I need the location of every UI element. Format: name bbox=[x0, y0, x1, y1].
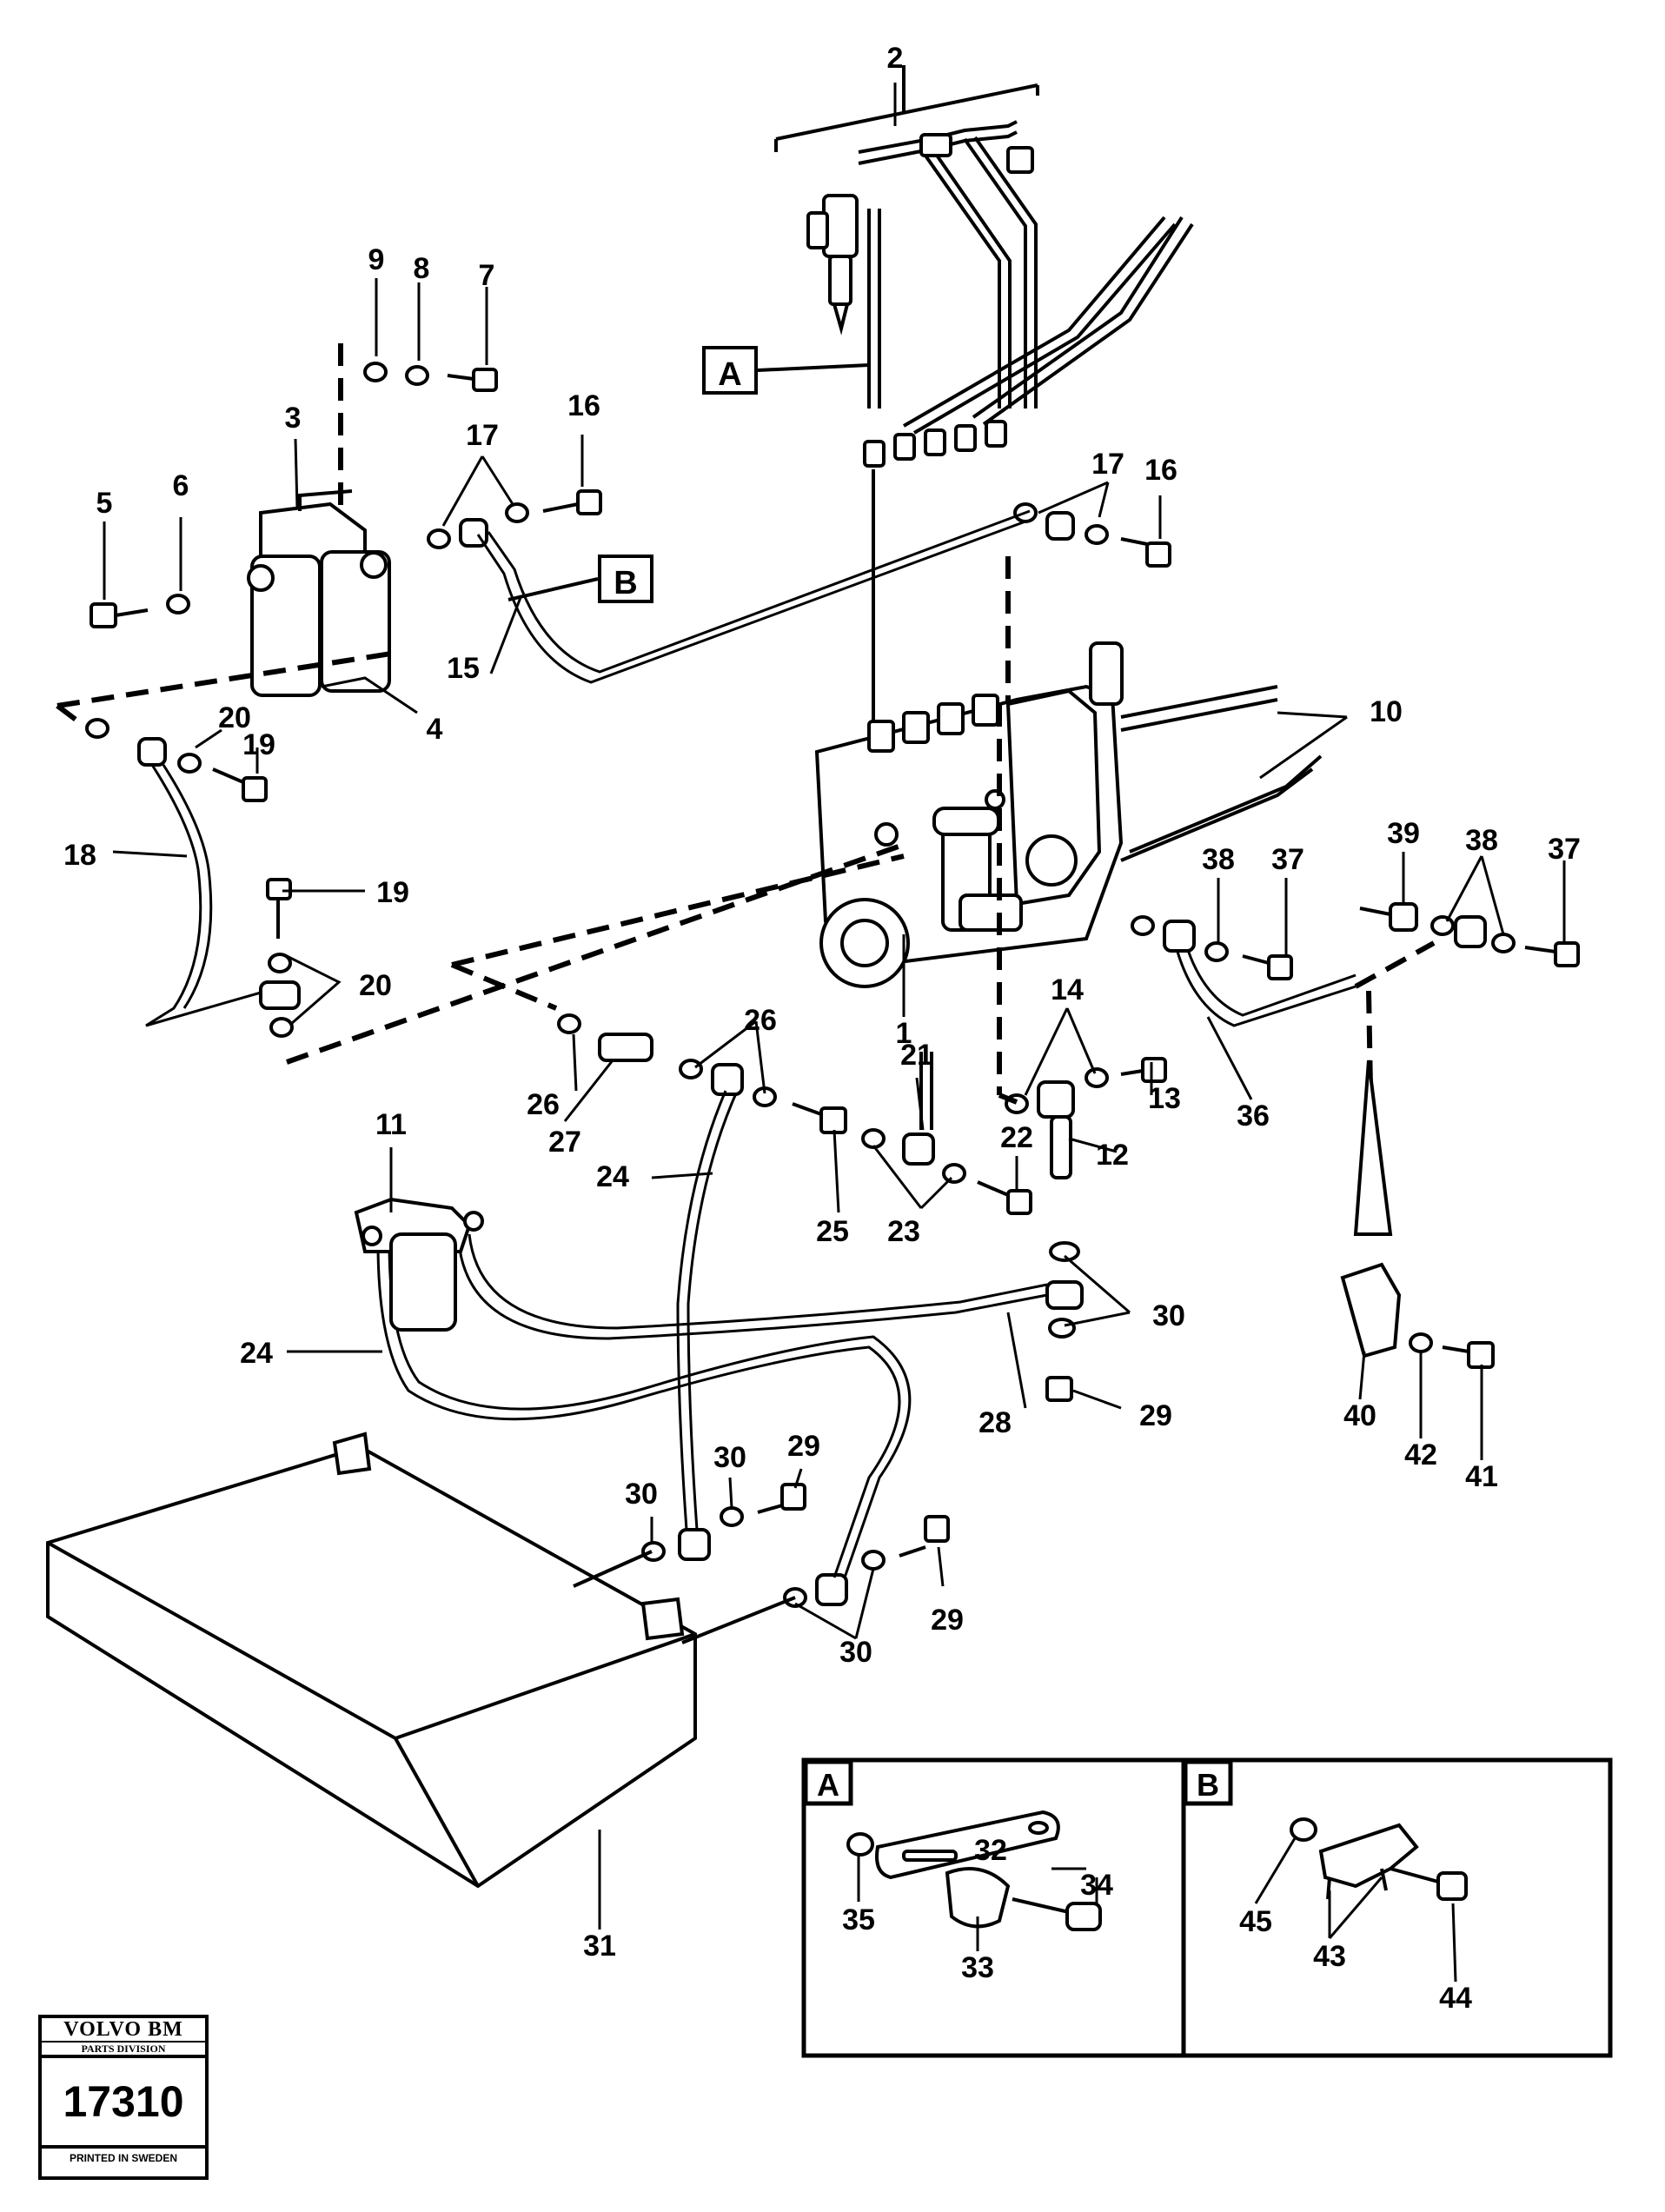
label-14: 14 bbox=[1051, 973, 1084, 1006]
callout-box-b: B bbox=[507, 555, 653, 603]
label-33: 33 bbox=[961, 1951, 994, 1984]
label-45: 45 bbox=[1239, 1905, 1272, 1938]
label-42: 42 bbox=[1404, 1438, 1437, 1471]
injector-pipes-assembly bbox=[774, 65, 1194, 721]
label-32: 32 bbox=[974, 1834, 1007, 1867]
prefilter-assembly bbox=[354, 1197, 484, 1332]
label-37: 37 bbox=[1271, 843, 1304, 876]
label-12: 12 bbox=[1096, 1139, 1129, 1172]
label-44: 44 bbox=[1439, 1982, 1472, 2015]
label-29b: 29 bbox=[787, 1430, 820, 1463]
label-30c: 30 bbox=[713, 1441, 746, 1474]
label-24: 24 bbox=[596, 1160, 629, 1193]
label-16: 16 bbox=[567, 389, 600, 422]
label-26: 26 bbox=[527, 1088, 560, 1121]
label-7: 7 bbox=[479, 259, 495, 292]
label-29: 29 bbox=[1139, 1399, 1172, 1432]
label-20: 20 bbox=[218, 701, 251, 734]
label-11: 11 bbox=[375, 1108, 407, 1141]
detail-a-label: A bbox=[817, 1767, 839, 1803]
stamp-division: PARTS DIVISION bbox=[42, 2041, 205, 2055]
label-26b: 26 bbox=[744, 1004, 777, 1037]
label-38: 38 bbox=[1202, 843, 1235, 876]
fuel-filter-assembly bbox=[247, 489, 391, 697]
label-29c: 29 bbox=[931, 1604, 964, 1637]
label-27: 27 bbox=[548, 1126, 581, 1159]
label-19b: 19 bbox=[376, 876, 409, 909]
label-25: 25 bbox=[816, 1215, 849, 1248]
leader-lines bbox=[103, 83, 1566, 1930]
label-10: 10 bbox=[1370, 695, 1403, 728]
stamp-number: 17310 bbox=[42, 2058, 205, 2149]
parts-division-stamp: VOLVO BM PARTS DIVISION 17310 PRINTED IN… bbox=[38, 2015, 209, 2180]
label-6: 6 bbox=[173, 469, 189, 502]
label-24b: 24 bbox=[240, 1337, 273, 1370]
label-3: 3 bbox=[285, 402, 302, 435]
callout-b-label: B bbox=[614, 565, 637, 601]
label-20b: 20 bbox=[359, 969, 392, 1002]
label-13: 13 bbox=[1148, 1082, 1181, 1115]
label-30d: 30 bbox=[839, 1636, 872, 1669]
label-4: 4 bbox=[427, 713, 443, 746]
label-22: 22 bbox=[1000, 1121, 1033, 1154]
label-31: 31 bbox=[583, 1930, 616, 1963]
stamp-printed: PRINTED IN SWEDEN bbox=[69, 2152, 177, 2164]
label-19: 19 bbox=[242, 728, 275, 761]
label-28: 28 bbox=[978, 1406, 1012, 1439]
label-23: 23 bbox=[887, 1215, 920, 1248]
label-8: 8 bbox=[414, 252, 430, 285]
stamp-header: VOLVO BM PARTS DIVISION bbox=[42, 2018, 205, 2058]
detail-panel: A B bbox=[801, 1757, 1613, 2058]
fuel-lines bbox=[56, 509, 1436, 1578]
label-34: 34 bbox=[1080, 1869, 1113, 1902]
label-5: 5 bbox=[96, 487, 113, 520]
label-17: 17 bbox=[466, 419, 499, 452]
fuel-tank bbox=[46, 1431, 796, 1889]
label-17b: 17 bbox=[1091, 448, 1124, 481]
part-number-labels: 1 2 3 4 5 6 7 8 9 10 11 12 13 14 15 16 1… bbox=[63, 42, 1581, 2015]
detail-b-label: B bbox=[1197, 1767, 1219, 1803]
stamp-brand: VOLVO BM bbox=[63, 2018, 183, 2041]
label-40: 40 bbox=[1343, 1399, 1376, 1432]
label-9: 9 bbox=[368, 243, 385, 276]
label-41: 41 bbox=[1465, 1460, 1498, 1493]
label-16b: 16 bbox=[1144, 454, 1177, 487]
label-35: 35 bbox=[842, 1903, 875, 1936]
label-1: 1 bbox=[896, 1017, 912, 1050]
label-30b: 30 bbox=[625, 1478, 658, 1511]
label-43: 43 bbox=[1313, 1940, 1346, 1973]
label-38b: 38 bbox=[1465, 824, 1498, 857]
label-30: 30 bbox=[1152, 1299, 1185, 1332]
label-18: 18 bbox=[63, 839, 96, 872]
label-2: 2 bbox=[887, 42, 904, 75]
small-parts-hardware bbox=[85, 343, 1580, 1608]
label-21: 21 bbox=[900, 1039, 933, 1072]
callout-box-a: A bbox=[702, 346, 870, 395]
label-39: 39 bbox=[1387, 817, 1420, 850]
label-15: 15 bbox=[447, 652, 480, 685]
callout-a-label: A bbox=[718, 356, 741, 393]
label-37b: 37 bbox=[1548, 833, 1581, 866]
label-36: 36 bbox=[1237, 1099, 1270, 1133]
injection-pump bbox=[814, 641, 1323, 988]
